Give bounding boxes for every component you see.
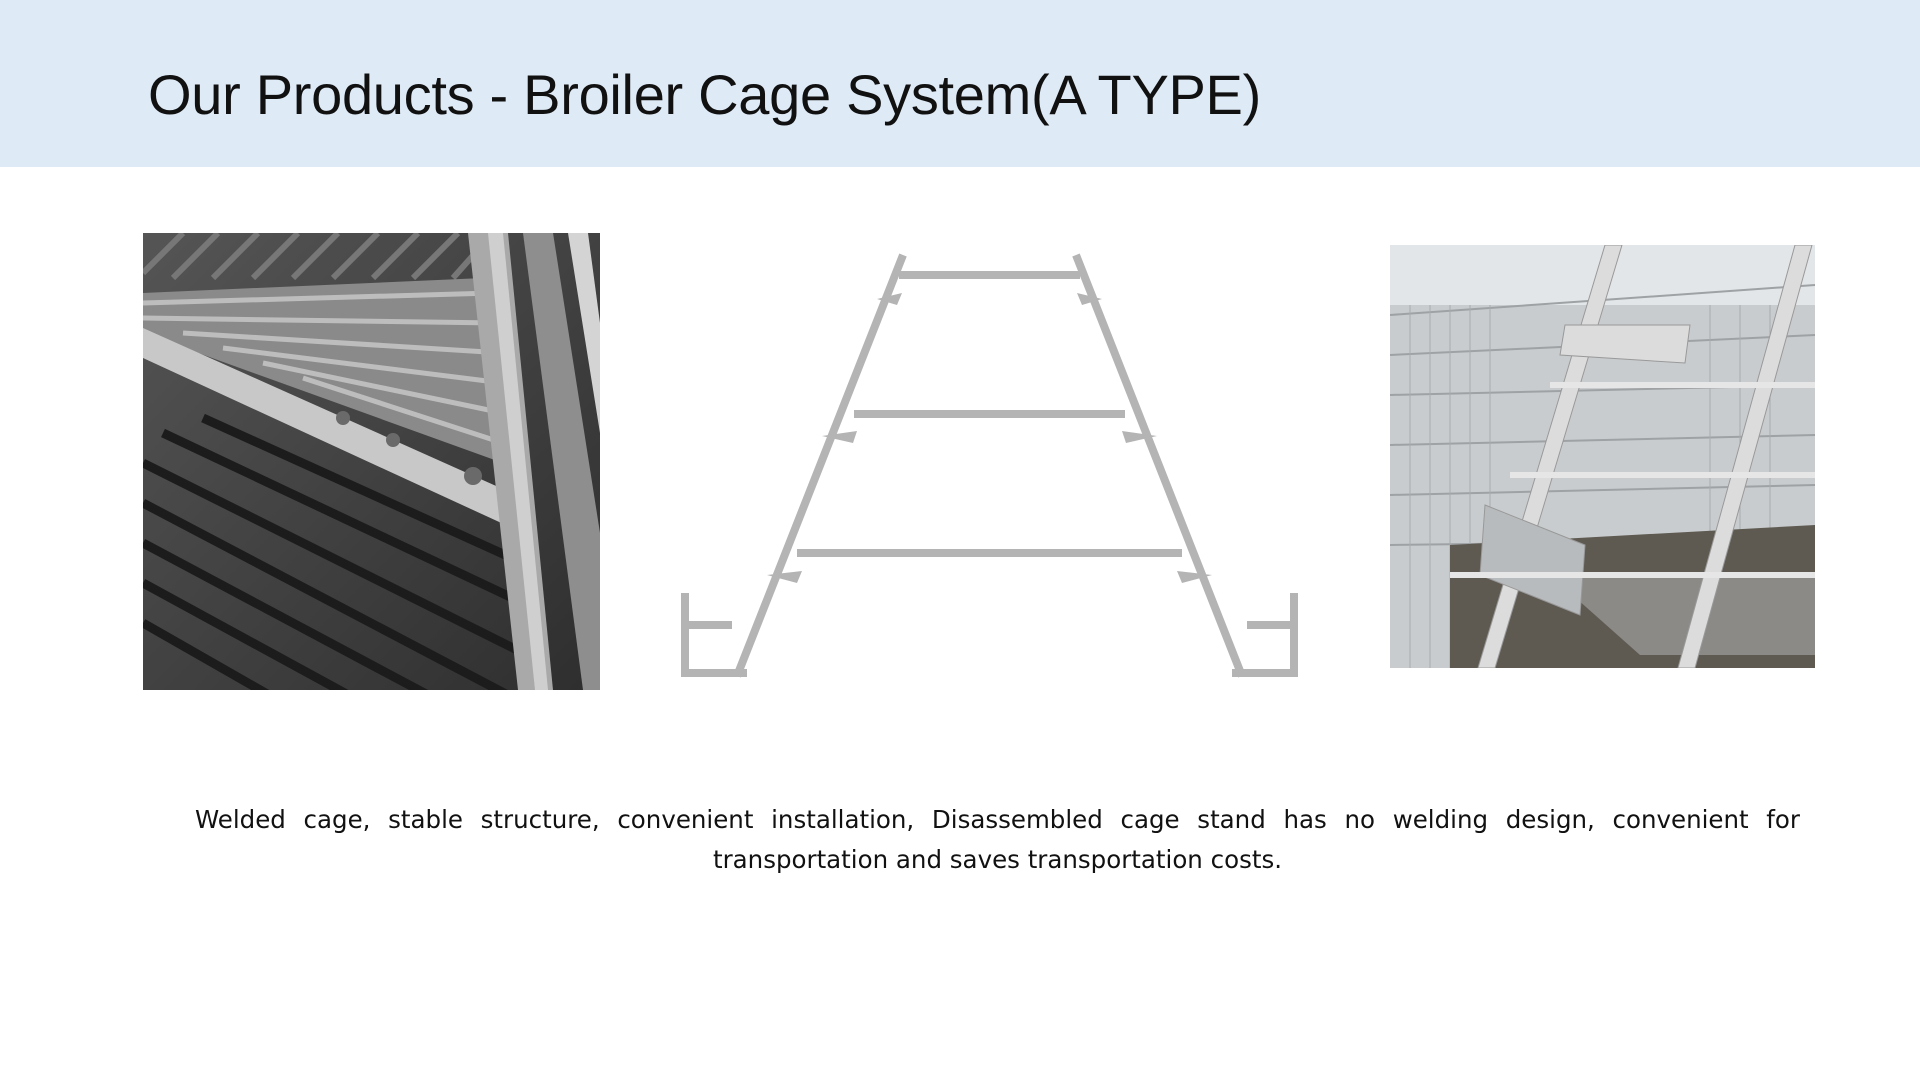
product-caption: Welded cage, stable structure, convenien… (195, 805, 1800, 874)
cage-installation-photo (1390, 245, 1815, 668)
page-title: Our Products - Broiler Cage System(A TYP… (148, 63, 1261, 126)
header-band: Our Products - Broiler Cage System(A TYP… (0, 0, 1920, 167)
welded-cage-photo (143, 233, 600, 690)
cage-frame-diagram (677, 233, 1302, 680)
